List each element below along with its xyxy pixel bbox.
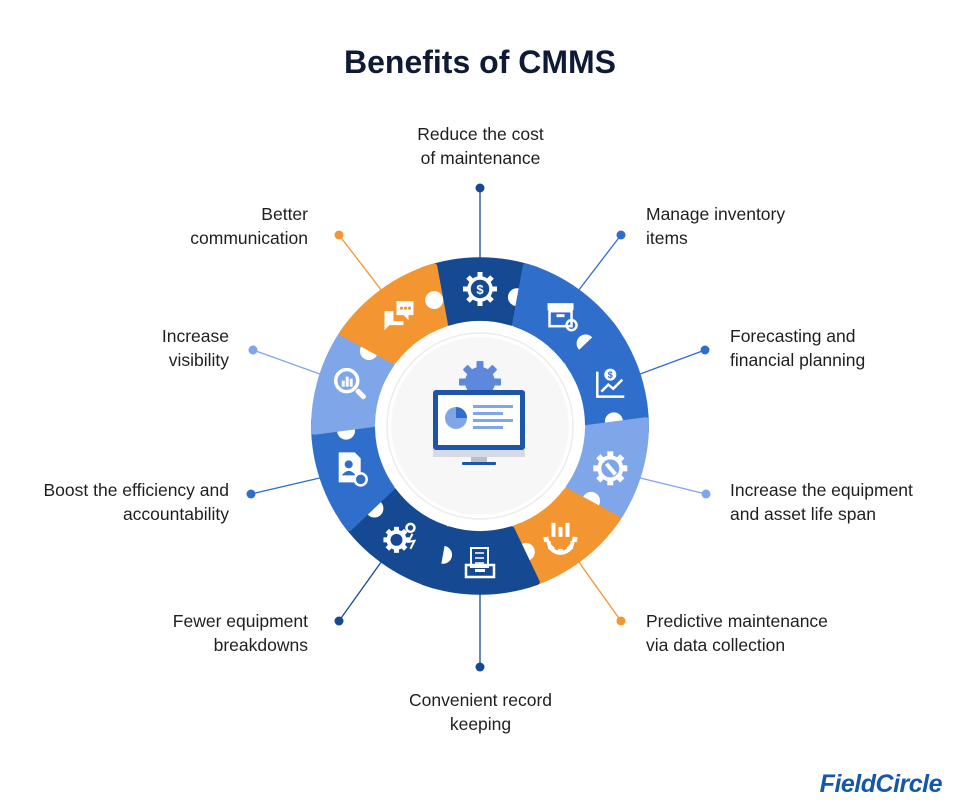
connector-line xyxy=(252,349,321,375)
connector-dot xyxy=(334,230,344,240)
chart-dollar-icon: $ xyxy=(596,368,625,398)
fieldcircle-logo: FieldCircle xyxy=(819,770,943,798)
connector-dot xyxy=(248,345,258,355)
user-document-icon xyxy=(338,452,368,487)
magnifier-chart-icon xyxy=(333,367,366,400)
file-tray-icon xyxy=(464,547,496,579)
connector-dot xyxy=(475,183,485,193)
connector-dot xyxy=(246,489,256,499)
connector-line xyxy=(578,234,622,291)
connector-line xyxy=(250,477,321,495)
connector-dot xyxy=(700,345,710,355)
connector-line xyxy=(338,234,382,291)
gears-icon xyxy=(383,522,417,553)
tools-gear-icon xyxy=(543,522,578,555)
connector-dot xyxy=(616,616,626,626)
benefit-petal xyxy=(339,263,448,365)
dollar-gear-icon: $ xyxy=(463,272,497,306)
connector-dot xyxy=(616,230,626,240)
benefit-petal: $ xyxy=(420,257,540,326)
diagram-title: Benefits of CMMS xyxy=(344,44,616,80)
inventory-box-icon xyxy=(547,303,578,332)
connector-dot xyxy=(334,616,344,626)
center-hub xyxy=(386,332,574,520)
petal-notch xyxy=(425,291,444,310)
connector-line xyxy=(639,477,707,495)
connector-line xyxy=(338,561,382,622)
svg-text:$: $ xyxy=(476,282,484,297)
computer-dashboard-icon xyxy=(433,361,525,465)
connector-dot xyxy=(701,489,711,499)
chat-bubbles-icon xyxy=(384,301,414,331)
svg-text:$: $ xyxy=(608,370,613,380)
connector-line xyxy=(639,349,706,375)
connector-dot xyxy=(475,662,485,672)
connector-line xyxy=(578,561,622,622)
gear-wrench-icon xyxy=(593,451,628,486)
